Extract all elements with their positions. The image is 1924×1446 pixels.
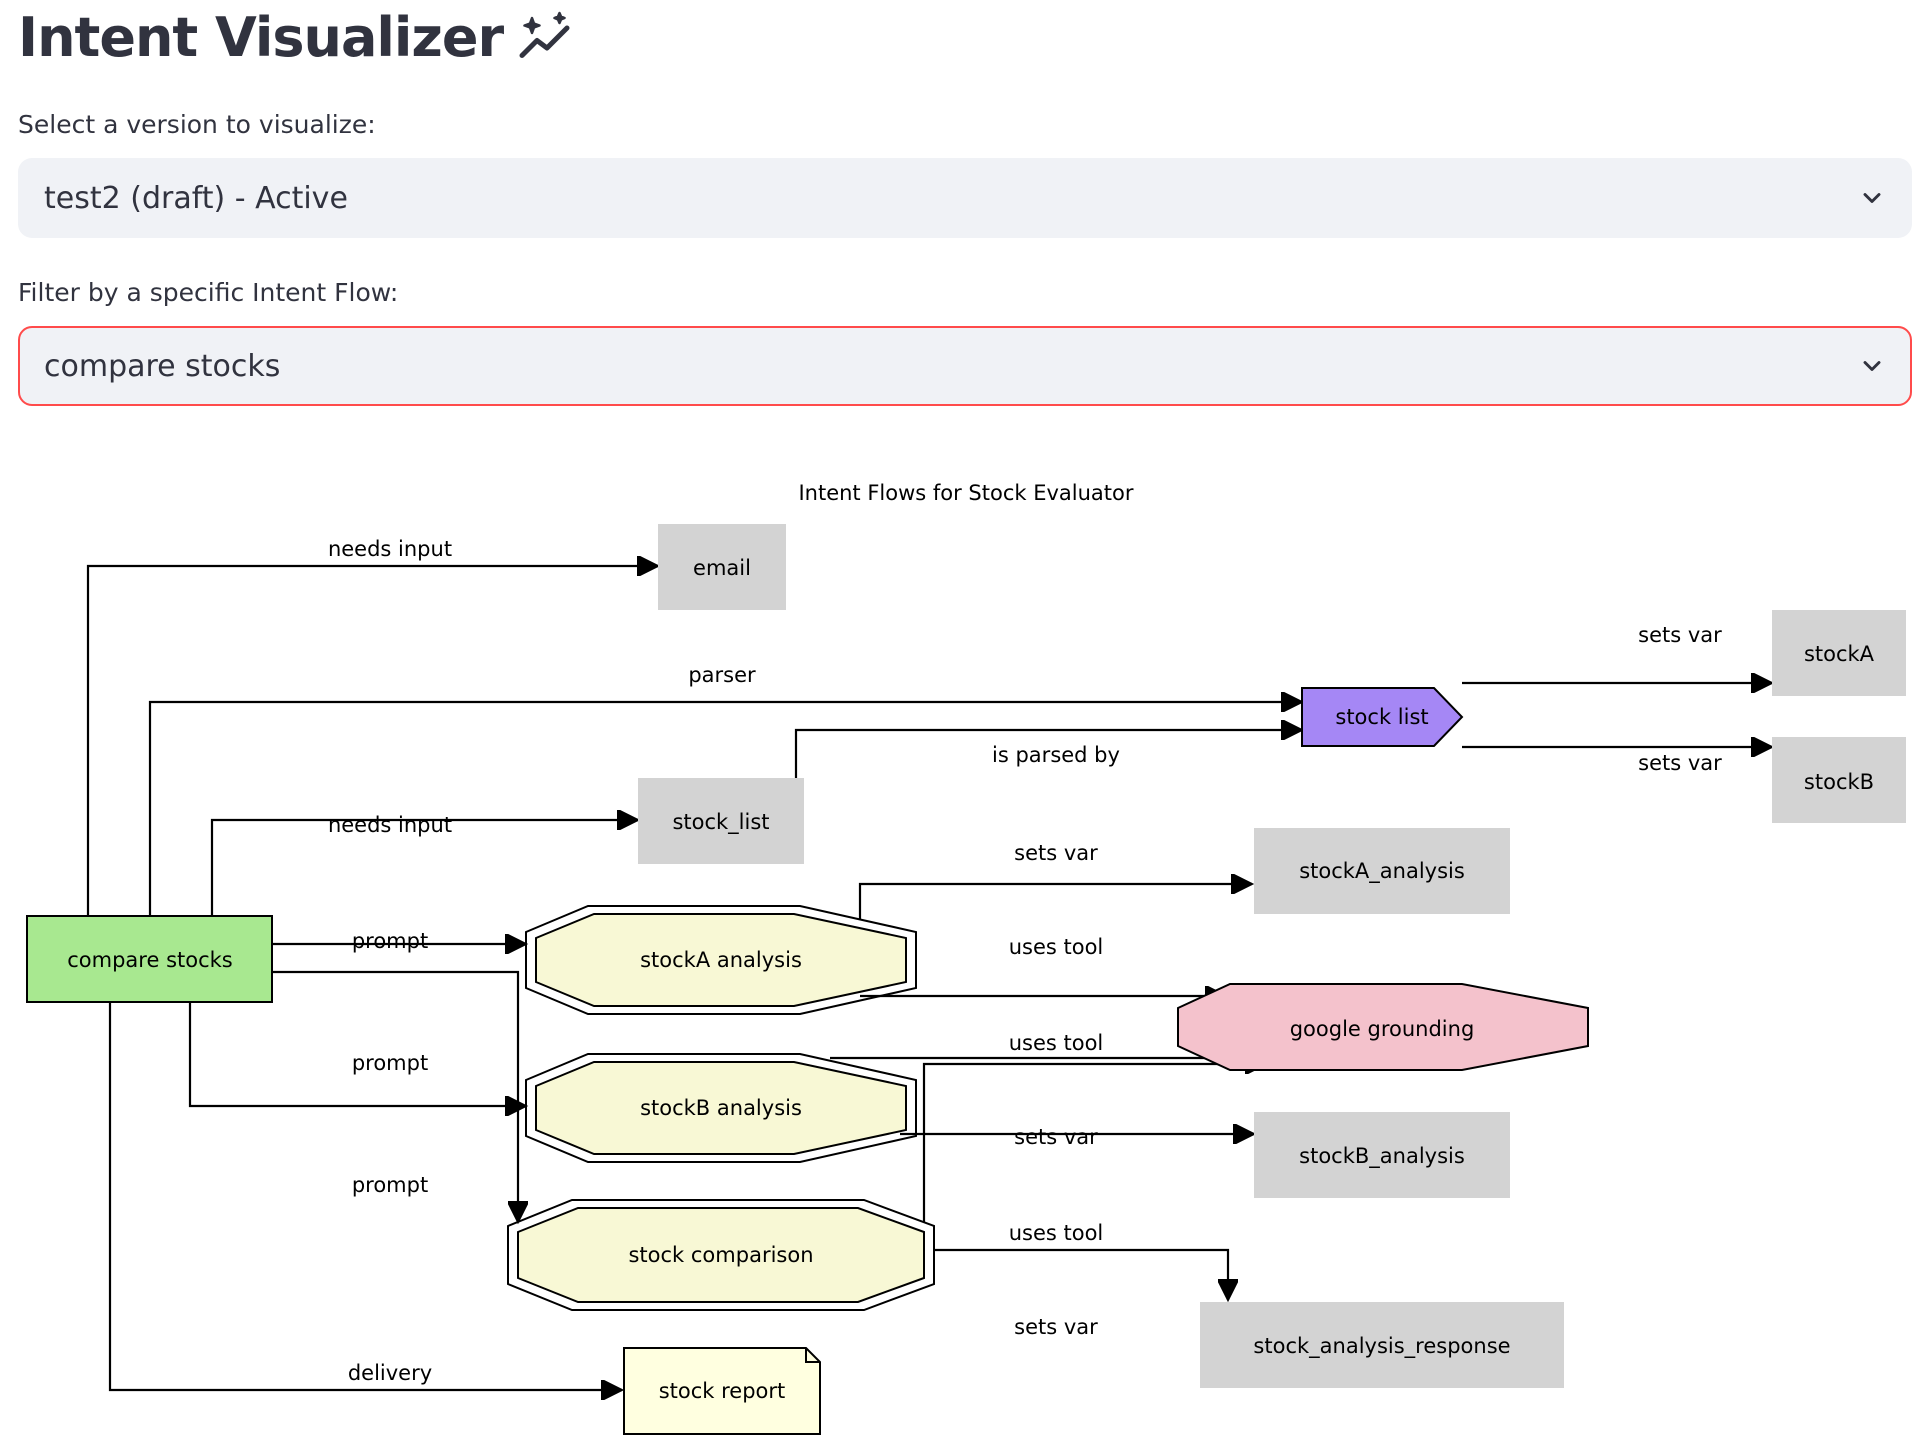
edge-label: delivery — [348, 1361, 432, 1385]
node-stockB-analysis-var[interactable]: stockB_analysis — [1254, 1112, 1510, 1198]
chevron-down-icon — [1863, 361, 1881, 371]
edge-prompt-b — [188, 1002, 526, 1106]
node-label: email — [693, 556, 751, 580]
node-label: stockB — [1804, 770, 1874, 794]
node-label: compare stocks — [67, 948, 233, 972]
edge-label: sets var — [1014, 841, 1098, 865]
node-stockB-analysis-prompt[interactable]: stockB analysis — [525, 1053, 917, 1163]
node-label: stock list — [1335, 705, 1428, 729]
flow-select[interactable]: compare stocks — [18, 326, 1912, 406]
node-label: stockA analysis — [640, 948, 802, 972]
edge-label: prompt — [352, 1051, 428, 1075]
edge-needs-input-stock-list — [210, 820, 638, 916]
node-label: stockB analysis — [640, 1096, 802, 1120]
node-label: stock comparison — [628, 1243, 813, 1267]
edge-label: sets var — [1014, 1125, 1098, 1149]
node-label: stock report — [659, 1379, 786, 1403]
edge-label: is parsed by — [992, 743, 1120, 767]
edge-label: uses tool — [1009, 1031, 1104, 1055]
edge-label: needs input — [328, 813, 452, 837]
edge-label: sets var — [1014, 1315, 1098, 1339]
edge-parser — [148, 702, 1302, 916]
flow-select-label: Filter by a specific Intent Flow: — [18, 278, 399, 307]
node-stockB[interactable]: stockB — [1772, 737, 1906, 823]
edge-label: uses tool — [1009, 935, 1104, 959]
version-select-label: Select a version to visualize: — [18, 110, 376, 139]
intent-flow-graph: Intent Flows for Stock Evaluator needs i… — [26, 481, 1906, 1435]
edge-delivery — [108, 1002, 622, 1390]
node-label: stock_analysis_response — [1253, 1334, 1510, 1359]
edge-uses-tool-c — [922, 1064, 1266, 1222]
node-stock-report[interactable]: stock report — [623, 1347, 821, 1435]
edge-sets-var-stockA-analysis — [858, 884, 1252, 920]
node-stock-list-input[interactable]: stock_list — [638, 778, 804, 864]
flow-select-value: compare stocks — [44, 348, 281, 384]
version-select[interactable]: test2 (draft) - Active — [18, 158, 1912, 238]
node-stock-comparison[interactable]: stock comparison — [507, 1199, 935, 1311]
node-stock-list-parser[interactable]: stock list — [1301, 687, 1464, 747]
node-label: google grounding — [1290, 1017, 1475, 1041]
chevron-down-icon — [1863, 193, 1881, 203]
version-select-value: test2 (draft) - Active — [44, 180, 348, 216]
node-stockA-analysis-prompt[interactable]: stockA analysis — [525, 905, 917, 1015]
page-title-text: Intent Visualizer — [18, 6, 504, 69]
node-google-grounding[interactable]: google grounding — [1177, 983, 1589, 1071]
edge-prompt-c — [272, 970, 518, 1222]
edge-labels: needs input parser is parsed by needs in… — [328, 537, 1722, 1385]
edge-label: sets var — [1638, 623, 1722, 647]
edge-label: prompt — [352, 929, 428, 953]
sparkle-chart-icon — [519, 11, 570, 58]
node-email[interactable]: email — [658, 524, 786, 610]
node-compare-stocks[interactable]: compare stocks — [26, 915, 273, 1003]
edge-needs-input-email — [86, 566, 658, 916]
page-title: Intent Visualizer — [18, 6, 577, 69]
edge-label: prompt — [352, 1173, 428, 1197]
graph-nodes: compare stocks email stock_list stock li… — [26, 524, 1906, 1435]
edge-label: uses tool — [1009, 1221, 1104, 1245]
edge-is-parsed-by — [794, 730, 1302, 778]
edge-sets-var-response — [934, 1248, 1228, 1300]
edge-label: needs input — [328, 537, 452, 561]
node-label: stockB_analysis — [1299, 1144, 1465, 1169]
node-stockA[interactable]: stockA — [1772, 610, 1906, 696]
edge-label: parser — [688, 663, 756, 687]
graph-title: Intent Flows for Stock Evaluator — [798, 481, 1133, 505]
node-label: stockA_analysis — [1299, 859, 1465, 884]
node-label: stock_list — [672, 810, 769, 835]
graph-edges — [86, 566, 1772, 1390]
node-stockA-analysis-var[interactable]: stockA_analysis — [1254, 828, 1510, 914]
edge-label: sets var — [1638, 751, 1722, 775]
node-label: stockA — [1804, 642, 1875, 666]
node-stock-analysis-response[interactable]: stock_analysis_response — [1200, 1302, 1564, 1388]
